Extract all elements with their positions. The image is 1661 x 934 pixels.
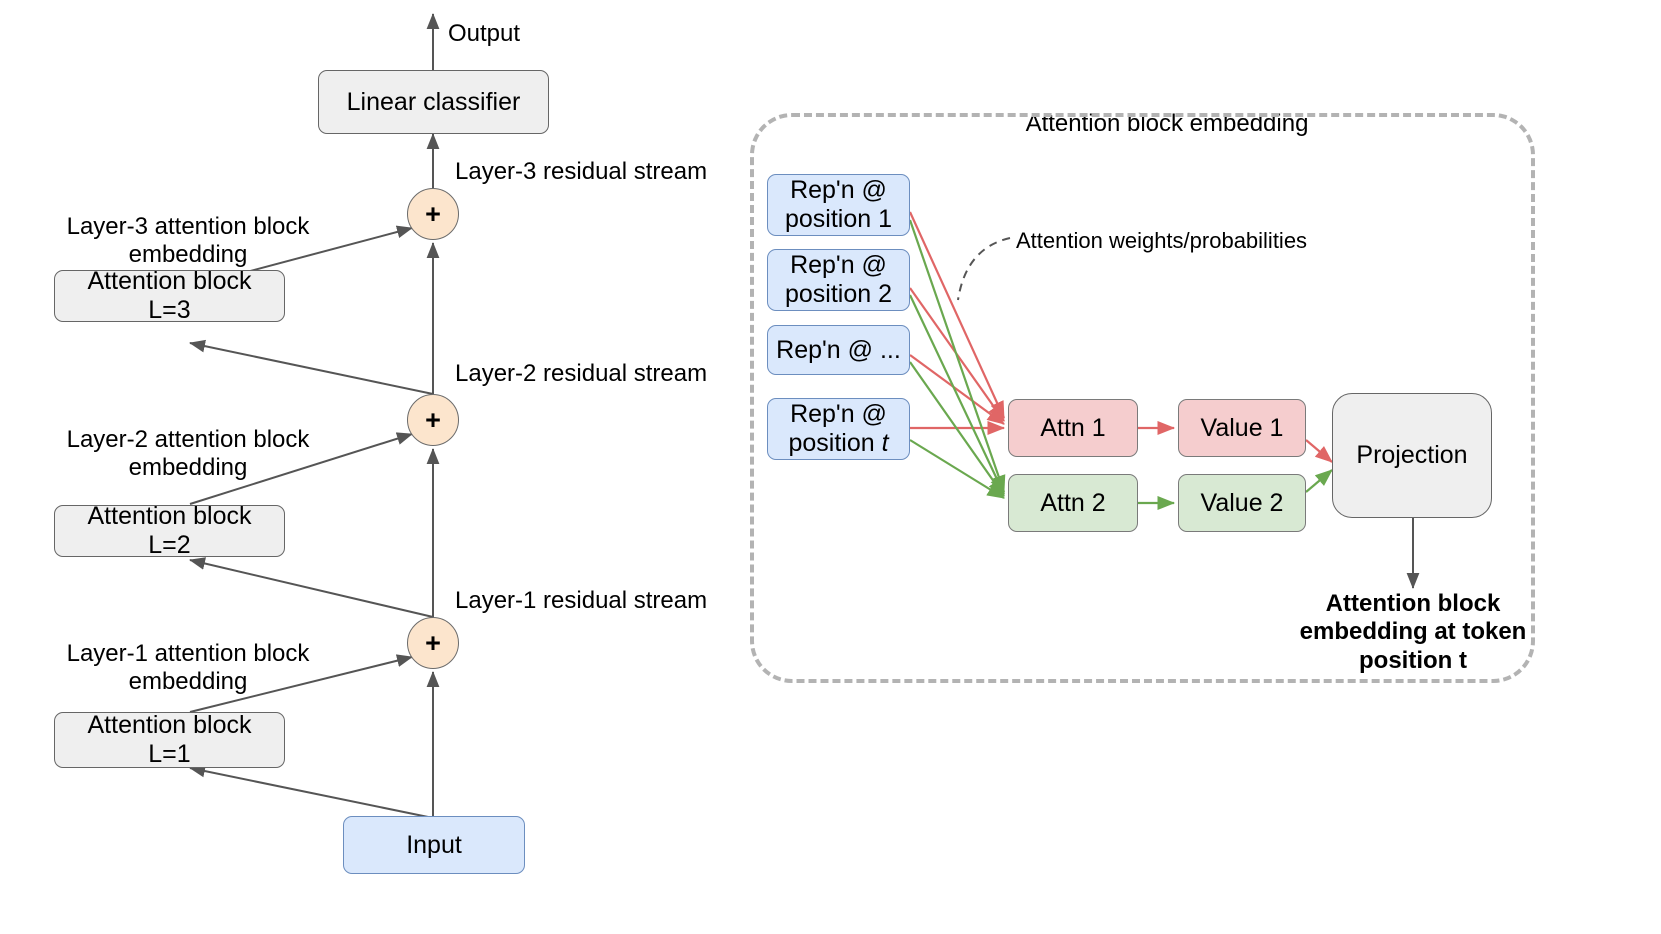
value-head-1[interactable]: Value 1 [1178, 399, 1306, 457]
attention-output-caption: Attention block embedding at token posit… [1299, 590, 1527, 674]
attention-block-l3[interactable]: Attention block L=3 [54, 267, 285, 324]
layer1-residual-label: Layer-1 residual stream [455, 587, 708, 614]
residual-adder-layer3[interactable]: + [407, 188, 459, 240]
rep-position-t-variable: t [881, 429, 889, 457]
rep-position-t-prefix: position [788, 429, 882, 457]
attn-head-1[interactable]: Attn 1 [1008, 399, 1138, 457]
output-label: Output [448, 20, 521, 47]
input-node[interactable]: Input [343, 816, 525, 874]
rep-position-1[interactable]: Rep'n @ position 1 [767, 174, 910, 236]
attention-block-container [750, 113, 1535, 683]
attention-block-l2[interactable]: Attention block L=2 [54, 502, 285, 559]
rep-position-ellipsis[interactable]: Rep'n @ ... [767, 325, 910, 375]
layer1-embedding-label: Layer-1 attention block embedding [66, 640, 310, 696]
attention-weights-label: Attention weights/probabilities [1016, 228, 1308, 253]
attention-block-l1[interactable]: Attention block L=1 [54, 711, 285, 768]
value-head-2[interactable]: Value 2 [1178, 474, 1306, 532]
rep-position-t-line2: position t [788, 429, 888, 458]
attn-head-2[interactable]: Attn 2 [1008, 474, 1138, 532]
rep-position-t[interactable]: Rep'n @ position t [767, 398, 910, 460]
residual-adder-layer2[interactable]: + [407, 394, 459, 446]
layer2-residual-label: Layer-2 residual stream [455, 360, 708, 387]
layer3-embedding-label: Layer-3 attention block embedding [66, 213, 310, 269]
rep-position-2[interactable]: Rep'n @ position 2 [767, 249, 910, 311]
projection-node[interactable]: Projection [1332, 393, 1492, 518]
residual-adder-layer1[interactable]: + [407, 617, 459, 669]
layer3-residual-label: Layer-3 residual stream [455, 158, 708, 185]
linear-classifier-node[interactable]: Linear classifier [318, 70, 549, 134]
layer2-embedding-label: Layer-2 attention block embedding [66, 426, 310, 482]
rep-position-t-line1: Rep'n @ [790, 400, 887, 429]
